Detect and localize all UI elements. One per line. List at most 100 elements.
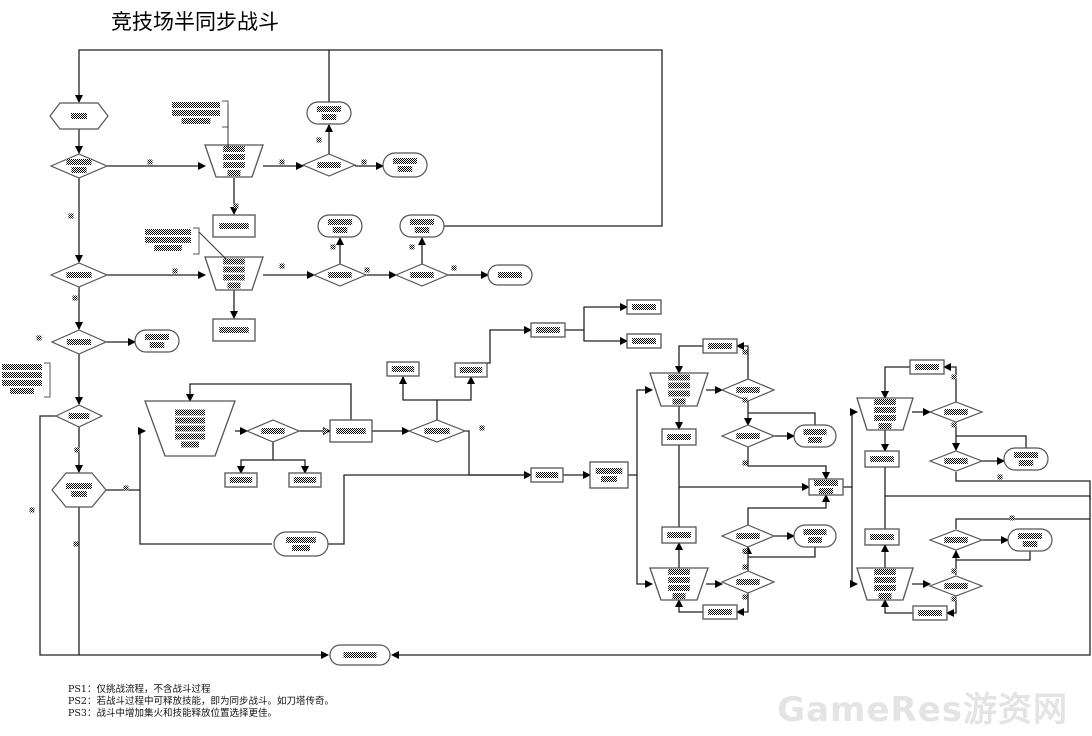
connector-line [437, 376, 475, 401]
garbled-label [632, 304, 656, 310]
connector-line [273, 459, 309, 474]
branch-label [172, 268, 178, 274]
branch-label [74, 447, 80, 453]
connector-line [748, 412, 816, 425]
connector-line [843, 408, 858, 488]
garbled-label [293, 477, 317, 483]
connector-line [636, 475, 653, 588]
garbled-label [672, 593, 686, 599]
process-box [589, 461, 629, 489]
annotation-bracket [193, 227, 200, 255]
connector-line [106, 427, 146, 491]
branch-label [68, 213, 74, 219]
branch-label [742, 594, 748, 600]
branch-label [1009, 515, 1015, 521]
garbled-label [175, 417, 205, 424]
garbled-label [332, 227, 348, 233]
branch-label [409, 244, 415, 250]
garbled-label [321, 114, 337, 120]
garbled-label [10, 388, 34, 394]
branch-label [233, 203, 239, 209]
garbled-label [409, 219, 435, 225]
garbled-label [223, 146, 245, 152]
branch-label [951, 568, 957, 574]
garbled-label [2, 364, 42, 370]
connector-line [565, 303, 628, 331]
garbled-label [667, 434, 691, 440]
garbled-label [814, 480, 838, 486]
terminal-node [399, 214, 445, 238]
garbled-label [632, 338, 656, 344]
garbled-label [708, 343, 732, 349]
garbled-label [944, 458, 968, 464]
connector-line [465, 430, 532, 479]
garbled-label [144, 334, 170, 340]
branch-label [123, 485, 129, 491]
branch-label [742, 349, 748, 355]
garbled-label [870, 534, 894, 540]
connector-line [955, 518, 1090, 529]
terminal-node [273, 531, 329, 557]
watermark-logo: GameRes游资网 [777, 690, 1068, 730]
branch-label [451, 265, 457, 271]
garbled-label [2, 372, 42, 378]
connector-line [747, 447, 830, 480]
garbled-label [818, 488, 834, 494]
garbled-label [68, 413, 90, 419]
garbled-label [874, 585, 896, 591]
garbled-label [414, 227, 430, 233]
connector-line [956, 435, 1027, 450]
garbled-label [172, 110, 220, 116]
garbled-label [536, 327, 560, 333]
garbled-label [316, 106, 342, 112]
note-ps3: PS3：战斗中增加集火和技能释放位置选择更佳。 [68, 708, 277, 719]
branch-label [29, 507, 35, 513]
branch-label [742, 397, 748, 403]
notes: PS1：仅挑战流程，不含战斗过程 PS2：若战斗过程中可释放技能，即为同步战斗。… [68, 684, 368, 720]
garbled-label [175, 425, 205, 432]
garbled-label [223, 162, 245, 168]
garbled-label [459, 367, 483, 373]
garbled-label [66, 159, 92, 165]
connector-line [675, 599, 703, 613]
garbled-label [223, 258, 245, 265]
garbled-label [1017, 533, 1043, 539]
manual-operation-node [204, 256, 264, 291]
terminal-node [134, 329, 180, 353]
connector-line [391, 496, 1091, 659]
connector-line [328, 474, 531, 545]
manual-operation-node [856, 567, 914, 601]
connector-line [748, 547, 816, 558]
garbled-label [878, 423, 892, 429]
garbled-label [736, 533, 760, 539]
garbled-label [181, 441, 199, 448]
branch-label [330, 244, 336, 250]
garbled-label [874, 415, 896, 421]
garbled-label [668, 585, 690, 591]
garbled-label [71, 113, 87, 119]
connector-line [736, 342, 749, 379]
connector-line [943, 363, 957, 402]
terminal-node [793, 424, 837, 448]
manual-operation-node [856, 397, 914, 431]
garbled-label [145, 237, 191, 243]
garbled-label [149, 342, 165, 348]
garbled-label [944, 537, 968, 543]
garbled-label [736, 433, 760, 439]
garbled-label [261, 428, 285, 434]
branch-label [951, 374, 957, 380]
garbled-label [668, 577, 690, 583]
branch-label [322, 428, 328, 434]
garbled-label [708, 609, 732, 615]
garbled-label [343, 652, 377, 658]
branch-label [742, 548, 748, 554]
note-ps1: PS1：仅挑战流程，不含战斗过程 [68, 684, 211, 695]
garbled-label [424, 428, 450, 434]
connector-line [850, 487, 858, 588]
garbled-label [668, 390, 690, 397]
annotation-bracket [44, 362, 51, 398]
garbled-label [668, 374, 690, 381]
note-ps2: PS2：若战斗过程中可释放技能，即为同步战斗。如刀塔传奇。 [68, 696, 334, 707]
connector-line [736, 593, 749, 616]
